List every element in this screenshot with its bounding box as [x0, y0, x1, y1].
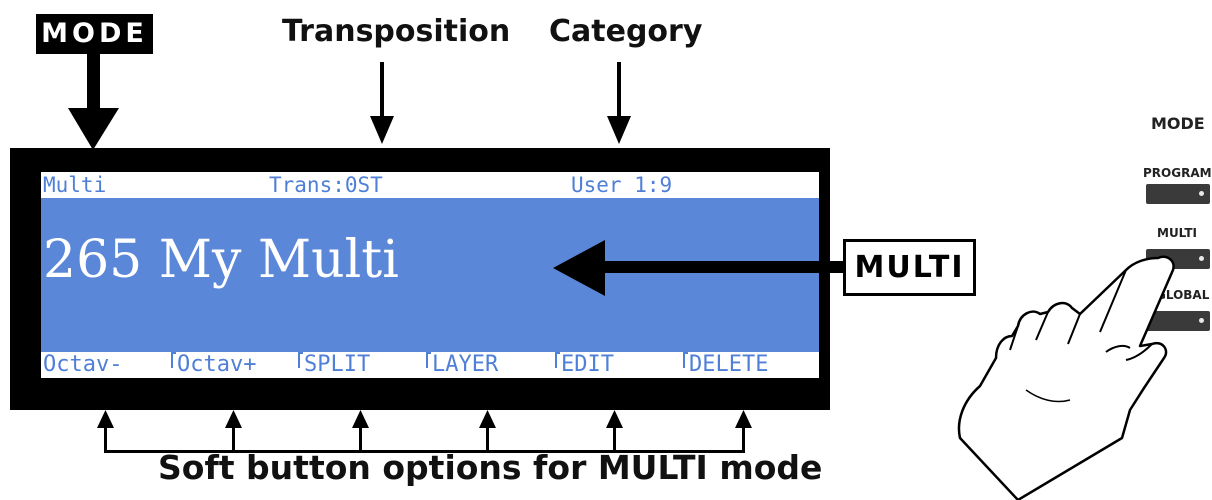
softkey-split[interactable]: SPLIT: [298, 352, 370, 378]
softkey-label: DELETE: [689, 352, 769, 377]
softkey-label: EDIT: [561, 352, 614, 377]
lcd-status-bar: Multi Trans:0ST User 1:9: [41, 172, 819, 198]
lcd-softkey-bar: Octav- Octav+ SPLIT LAYER EDIT DELETE: [41, 352, 819, 378]
softkey-delete[interactable]: DELETE: [683, 352, 768, 378]
softkey-label: LAYER: [432, 352, 499, 377]
lcd-preset-name: 265 My Multi: [43, 230, 399, 290]
softkey-label: Octav+: [177, 352, 257, 377]
lcd-screen: Multi Trans:0ST User 1:9 265 My Multi Oc…: [41, 172, 819, 378]
softkey-edit[interactable]: EDIT: [555, 352, 614, 378]
global-button[interactable]: [1146, 311, 1210, 331]
lcd-category-text: User 1:9: [571, 173, 673, 197]
panel-multi-label: MULTI: [1157, 226, 1197, 240]
softkey-octav-plus[interactable]: Octav+: [171, 352, 256, 378]
softkey-divider: [171, 352, 176, 368]
multi-callout: MULTI: [843, 239, 976, 296]
softkey-label: Octav-: [43, 352, 123, 377]
category-callout: Category: [549, 14, 703, 49]
category-arrow: [607, 62, 631, 144]
transposition-callout: Transposition: [282, 14, 511, 49]
panel-global-label: GLOBAL: [1156, 288, 1210, 302]
softkey-bracket: [97, 410, 752, 453]
program-button[interactable]: [1146, 184, 1210, 204]
lcd-transpose-text: Trans:0ST: [269, 173, 383, 197]
panel-mode-title: MODE: [1151, 114, 1205, 133]
mode-arrow: [68, 54, 119, 150]
mode-callout: MODE: [36, 14, 153, 54]
softkey-octav-minus[interactable]: Octav-: [43, 352, 122, 378]
multi-arrow: [553, 240, 843, 296]
softkey-caption: Soft button options for MULTI mode: [158, 448, 823, 487]
softkey-label: SPLIT: [304, 352, 371, 377]
softkey-divider: [555, 352, 560, 368]
transposition-arrow: [370, 62, 394, 144]
softkey-divider: [683, 352, 688, 368]
softkey-divider: [298, 352, 303, 368]
lcd-mode-text: Multi: [43, 173, 107, 197]
lcd-display-frame: Multi Trans:0ST User 1:9 265 My Multi Oc…: [10, 148, 830, 410]
softkey-divider: [426, 352, 431, 368]
softkey-layer[interactable]: LAYER: [426, 352, 498, 378]
pointing-hand-icon: [957, 255, 1175, 500]
panel-program-label: PROGRAM: [1143, 166, 1212, 180]
